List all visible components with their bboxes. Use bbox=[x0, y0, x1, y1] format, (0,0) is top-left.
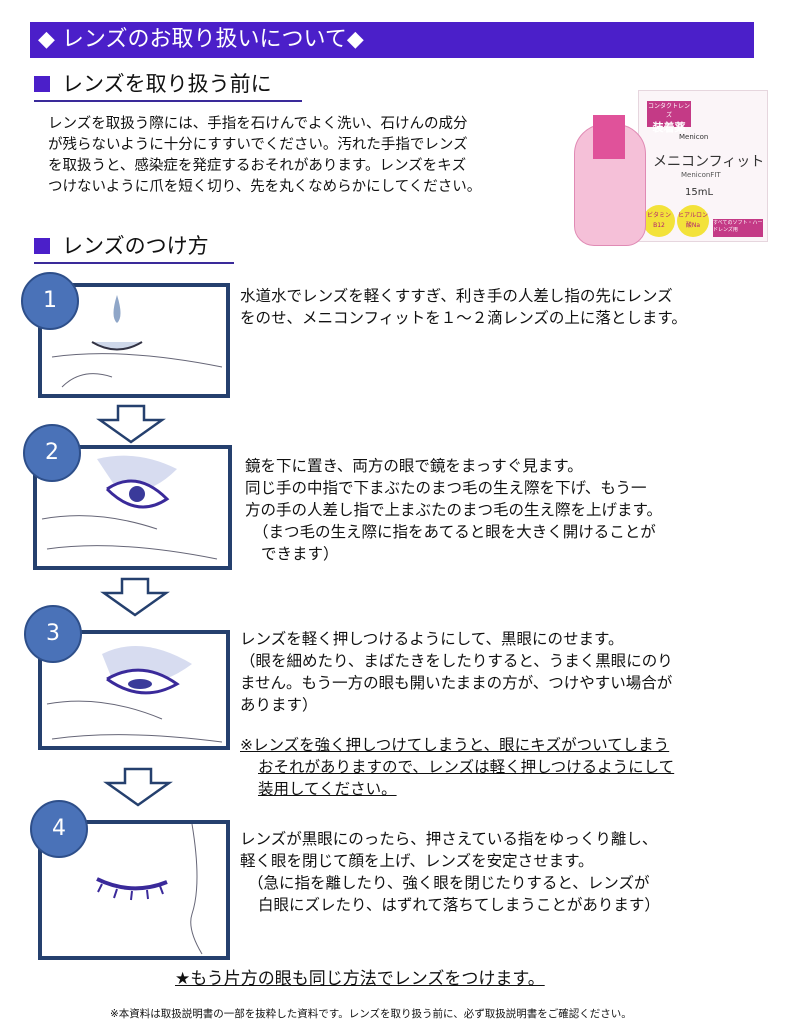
text-line: 軽く眼を閉じて顔を上げ、レンズを安定させます。 bbox=[240, 852, 594, 870]
text-line: レンズを取扱う際には、手指を石けんでよく洗い、石けんの成分 bbox=[48, 116, 468, 132]
box-label: コンタクトレンズ装着薬 bbox=[647, 101, 691, 134]
text-line: （眼を細めたり、まばたきをしたりすると、うまく黒眼にのり bbox=[240, 652, 673, 670]
product-volume: 15mL bbox=[685, 187, 714, 198]
product-name: メニコンフィット bbox=[653, 154, 765, 170]
intro-paragraph: レンズを取扱う際には、手指を石けんでよく洗い、石けんの成分 が残らないように十分… bbox=[48, 114, 481, 198]
page-title: ◆ レンズのお取り扱いについて◆ bbox=[30, 22, 754, 58]
brand-logo: Menicon bbox=[679, 133, 709, 141]
text-line: レンズが黒眼にのったら、押さえている指をゆっくり離し、 bbox=[240, 830, 658, 848]
text-line: 装用してください。 bbox=[258, 780, 397, 798]
text-line: 水道水でレンズを軽くすすぎ、利き手の人差し指の先にレンズ bbox=[240, 287, 673, 305]
closing-instruction: ★もう片方の眼も同じ方法でレンズをつけます。 bbox=[175, 969, 545, 989]
text-line: 白眼にズレたり、はずれて落ちてしまうことがあります） bbox=[258, 896, 660, 914]
text-line: 方の手の人差し指で上まぶたのまつ毛の生え際を上げます。 bbox=[245, 501, 662, 519]
step-number-1: 1 bbox=[21, 272, 79, 330]
box-footer: すべてのソフト・ハードレンズ用 bbox=[713, 219, 763, 237]
text-line: 同じ手の中指で下まぶたのまつ毛の生え際を下げ、もう一 bbox=[245, 479, 647, 497]
text-line: が残らないように十分にすすいでください。汚れた手指でレンズ bbox=[48, 137, 468, 153]
text-line: レンズを軽く押しつけるようにして、黒眼にのせます。 bbox=[240, 630, 624, 648]
step-3-text: レンズを軽く押しつけるようにして、黒眼にのせます。 （眼を細めたり、まばたきをした… bbox=[240, 628, 673, 716]
step-1-text: 水道水でレンズを軽くすすぎ、利き手の人差し指の先にレンズをのせ、メニコンフィット… bbox=[240, 285, 687, 329]
bottle-cap bbox=[593, 115, 625, 159]
text-line: つけないように爪を短く切り、先を丸くなめらかにしてください。 bbox=[48, 179, 482, 195]
step-number-3: 3 bbox=[24, 605, 82, 663]
text-line: （まつ毛の生え際に指をあてると眼を大きく開けることが bbox=[253, 523, 656, 541]
square-bullet-icon bbox=[34, 76, 50, 92]
text-line: ※レンズを強く押しつけてしまうと、眼にキズがついてしまう bbox=[240, 736, 670, 754]
vitamin-badge: ビタミンB12 bbox=[643, 205, 675, 237]
text-line: 鏡を下に置き、両方の眼で鏡をまっすぐ見ます。 bbox=[245, 457, 583, 475]
down-arrow-icon bbox=[96, 404, 166, 444]
step-number-4: 4 bbox=[30, 800, 88, 858]
footnote: ※本資料は取扱説明書の一部を抜粋した資料です。レンズを取り扱う前に、必ず取扱説明… bbox=[110, 1008, 632, 1020]
square-bullet-icon bbox=[34, 238, 50, 254]
hyaluronic-badge: ヒアルロン酸Na bbox=[677, 205, 709, 237]
text-line: （急に指を離したり、強く眼を閉じたりすると、レンズが bbox=[248, 874, 650, 892]
section-heading-before-handling: レンズを取り扱う前に bbox=[34, 68, 302, 102]
down-arrow-icon bbox=[100, 577, 170, 617]
heading-text: レンズのつけ方 bbox=[62, 234, 209, 258]
section-heading-how-to-insert: レンズのつけ方 bbox=[34, 230, 234, 264]
box-label-main: 装着薬 bbox=[652, 121, 686, 134]
product-bottle bbox=[574, 115, 646, 246]
product-box: コンタクトレンズ装着薬 Menicon メニコンフィット MeniconFIT … bbox=[638, 90, 768, 242]
down-arrow-icon bbox=[103, 767, 173, 807]
text-line: おそれがありますので、レンズは軽く押しつけるようにして bbox=[258, 758, 675, 776]
step-4-text: レンズが黒眼にのったら、押さえている指をゆっくり離し、軽く眼を閉じて顔を上げ、レ… bbox=[240, 828, 660, 916]
text-line: ません。もう一方の眼も開いたままの方が、つけやすい場合が bbox=[240, 674, 673, 692]
step-number-2: 2 bbox=[23, 424, 81, 482]
step-3-caution-note: ※レンズを強く押しつけてしまうと、眼にキズがついてしまうおそれがありますので、レ… bbox=[240, 734, 674, 800]
heading-text: レンズを取り扱う前に bbox=[62, 72, 272, 96]
product-image: コンタクトレンズ装着薬 Menicon メニコンフィット MeniconFIT … bbox=[570, 88, 770, 248]
text-line: を取扱うと、感染症を発症するおそれがあります。レンズをキズ bbox=[48, 158, 467, 174]
text-line: できます） bbox=[261, 545, 339, 563]
box-label-top: コンタクトレンズ bbox=[647, 103, 690, 119]
product-name-en: MeniconFIT bbox=[681, 171, 721, 179]
text-line: あります） bbox=[240, 696, 318, 714]
step-2-text: 鏡を下に置き、両方の眼で鏡をまっすぐ見ます。同じ手の中指で下まぶたのまつ毛の生え… bbox=[245, 455, 662, 565]
text-line: をのせ、メニコンフィットを１～２滴レンズの上に落とします。 bbox=[240, 309, 687, 327]
